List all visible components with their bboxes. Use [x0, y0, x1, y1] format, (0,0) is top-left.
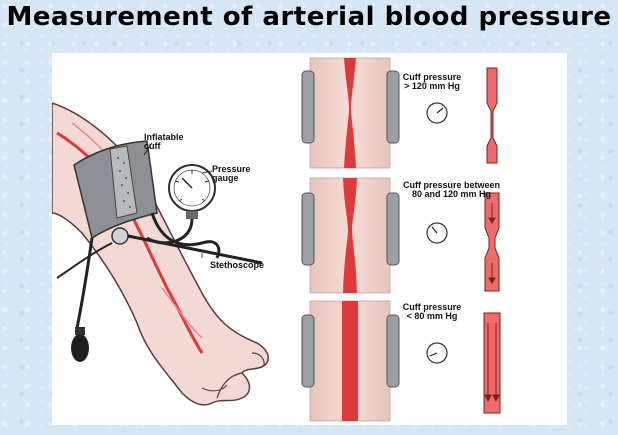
diagram-illustration — [52, 57, 501, 422]
stage-2-illustration — [301, 177, 500, 294]
stage-3-caption: Cuff pressure < 80 mm Hg — [402, 302, 462, 321]
stage-2-caption: Cuff pressure between 80 and 120 mm Hg — [402, 180, 501, 199]
stage-1-illustration — [301, 57, 498, 169]
stage-1-caption: Cuff pressure > 120 mm Hg — [402, 72, 462, 91]
label-pressure-gauge: Pressure gauge — [212, 164, 251, 183]
diagram-panel: Inflatable cuff Pressure gauge Stethosco… — [52, 53, 567, 425]
stage-3-illustration — [301, 300, 501, 422]
arm-illustration — [52, 102, 269, 406]
page-title: Measurement of arterial blood pressure — [6, 2, 612, 32]
label-stethoscope: Stethoscope — [210, 260, 265, 270]
label-inflatable-cuff: Inflatable cuff — [144, 132, 184, 151]
